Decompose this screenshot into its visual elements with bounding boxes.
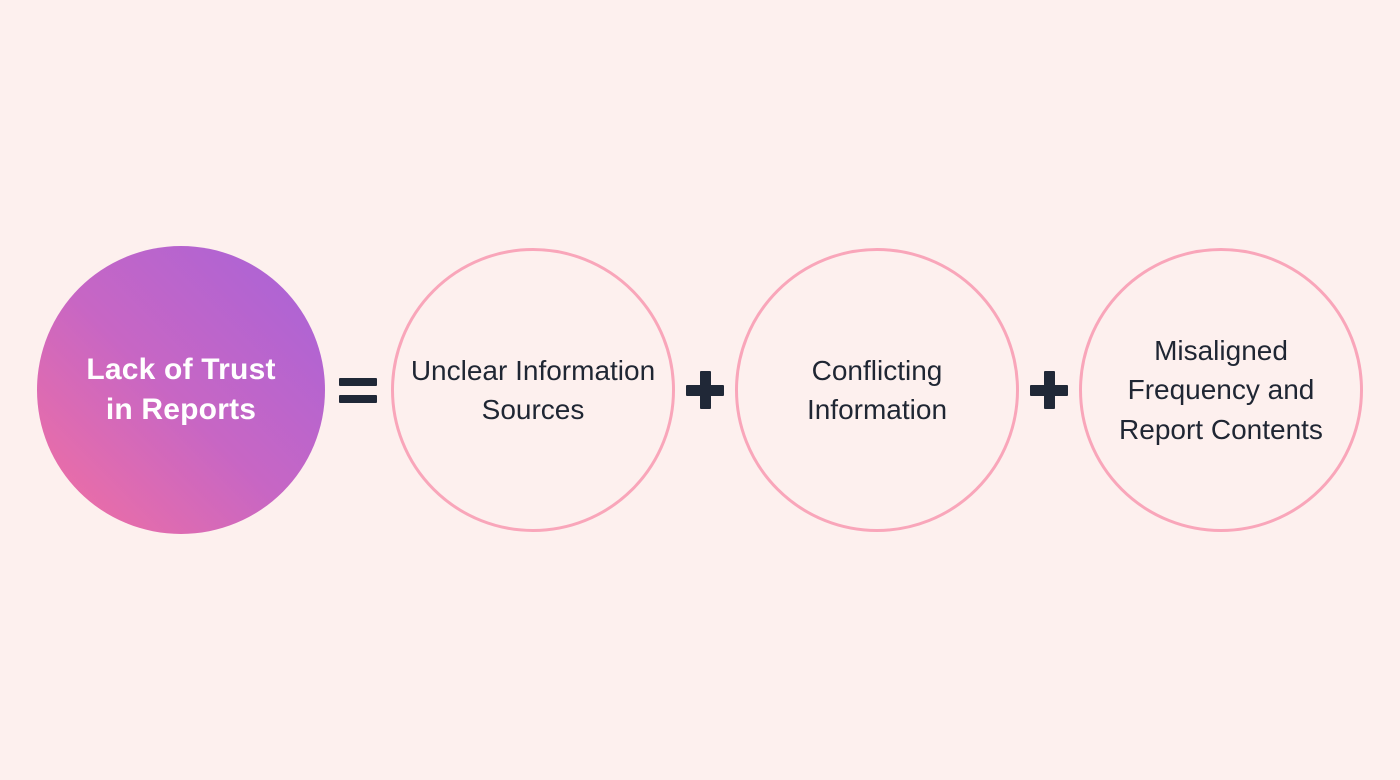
equals-icon — [339, 377, 377, 403]
result-label: Lack of Trust in Reports — [86, 353, 276, 426]
term-label: Unclear Information Sources — [410, 354, 656, 425]
plus-icon — [1030, 371, 1068, 409]
plus-vertical-bar — [699, 371, 711, 409]
term-circle-conflicting-information: Conflicting Information — [735, 248, 1019, 532]
term-circle-misaligned-frequency: Misaligned Frequency and Report Contents — [1079, 248, 1363, 532]
term-label: Misaligned Frequency and Report Contents — [1119, 335, 1323, 445]
result-circle-lack-of-trust: Lack of Trust in Reports — [37, 246, 325, 534]
plus-vertical-bar — [1043, 371, 1055, 409]
equals-bottom-bar — [339, 394, 377, 403]
plus-icon — [686, 371, 724, 409]
equals-top-bar — [339, 377, 377, 386]
term-circle-unclear-sources: Unclear Information Sources — [391, 248, 675, 532]
term-label: Conflicting Information — [806, 354, 948, 425]
